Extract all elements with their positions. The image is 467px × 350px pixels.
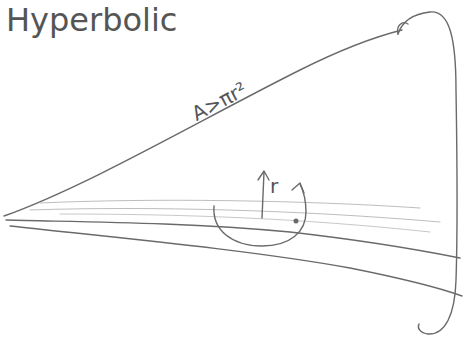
flare-curl xyxy=(398,23,408,34)
radius-label: r xyxy=(270,176,278,196)
area-arc xyxy=(214,184,306,246)
radius-line xyxy=(262,172,264,218)
title: Hyperbolic xyxy=(6,4,177,36)
surface-line xyxy=(30,209,440,223)
lower-edge xyxy=(10,226,462,296)
arrowhead xyxy=(258,171,269,180)
point xyxy=(294,219,298,223)
upper-edge xyxy=(4,30,402,216)
arrowhead xyxy=(292,183,304,193)
area-formula: A>πr² xyxy=(189,79,250,124)
surface-line xyxy=(40,200,420,208)
